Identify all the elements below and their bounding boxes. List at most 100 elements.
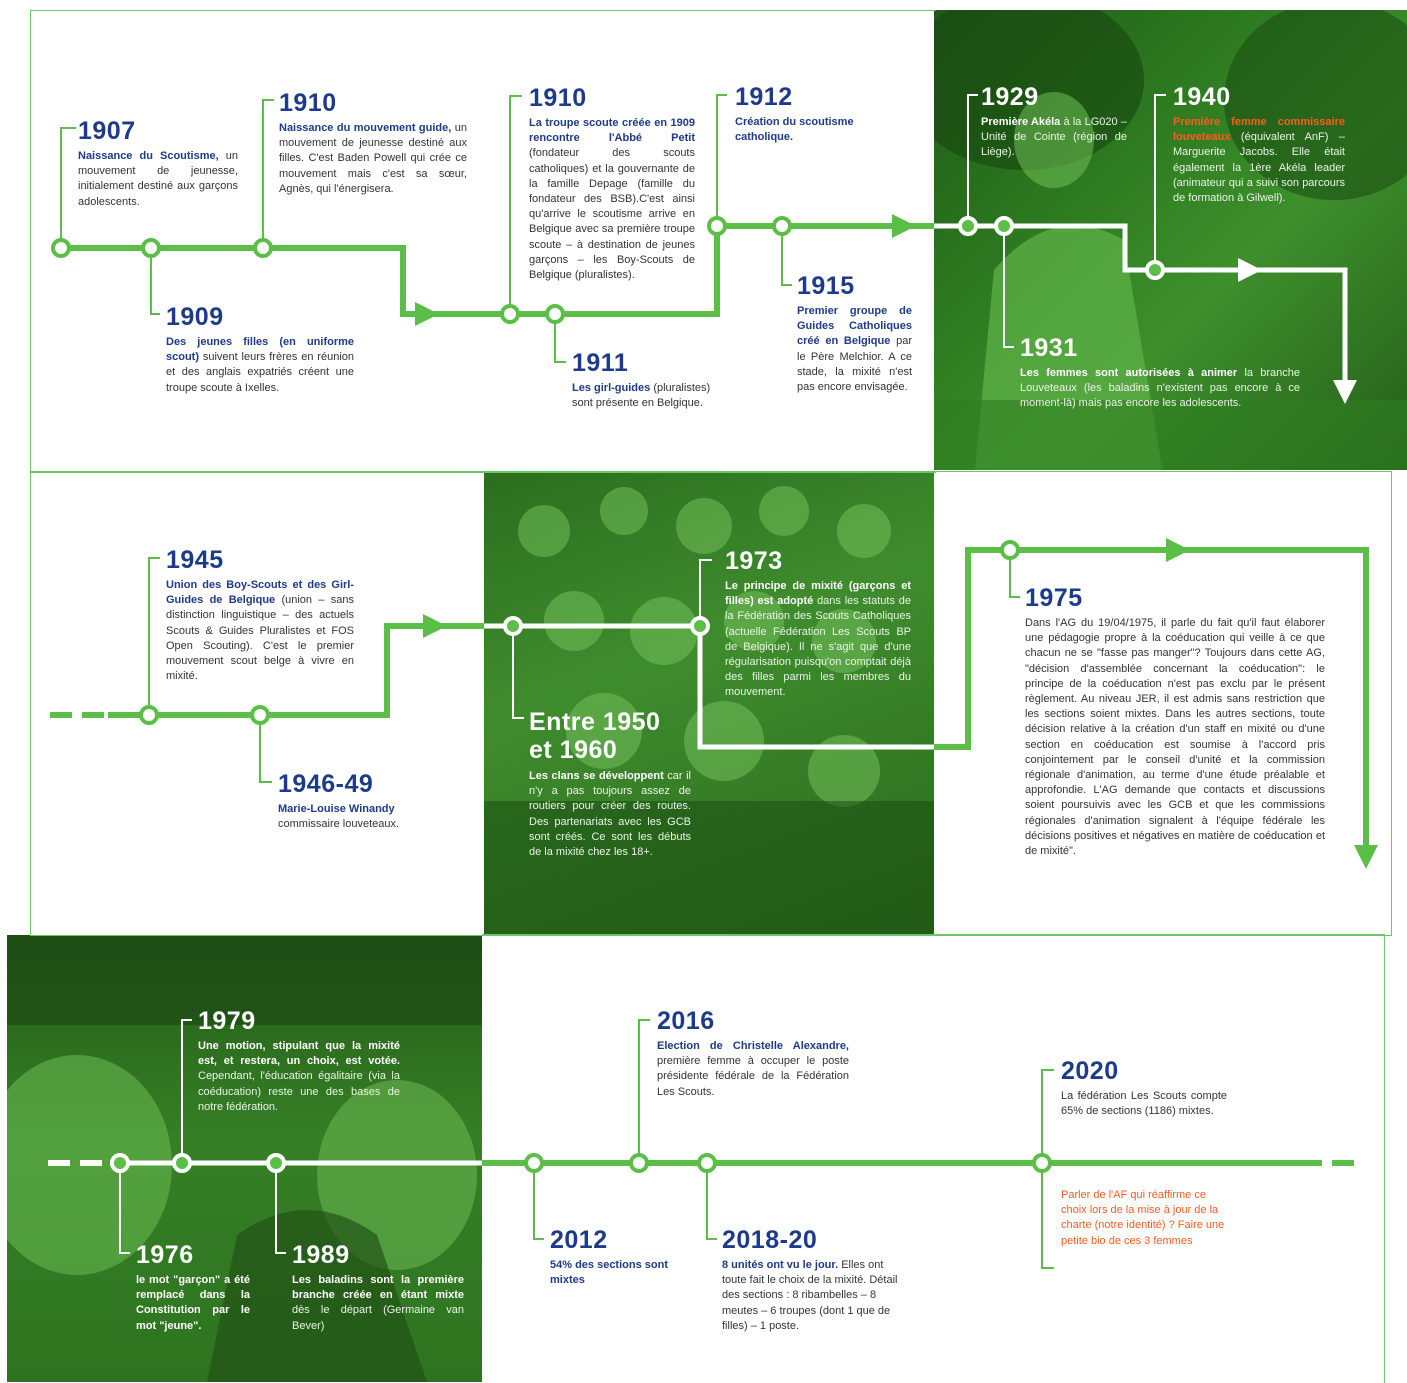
- event-text: Election de Christelle Alexandre, premiè…: [657, 1040, 849, 1098]
- event-year: 1915: [797, 272, 855, 300]
- connector-1929: [967, 94, 978, 226]
- connector-2012: [533, 1163, 544, 1240]
- event-year: 1931: [1020, 334, 1078, 362]
- timeline-line-row2-photo: [484, 623, 934, 750]
- event-2020: 2020 La fédération Les Scouts compte 65%…: [1061, 1059, 1227, 1119]
- event-year: 1989: [292, 1241, 350, 1269]
- event-year: 1910: [279, 89, 337, 117]
- connector-1911: [554, 314, 566, 363]
- node-1976: [110, 1153, 130, 1173]
- node-1929: [958, 216, 978, 236]
- connector-1979: [181, 1019, 192, 1163]
- node-2012: [524, 1153, 544, 1173]
- event-text: Première Akéla à la LG020 – Unité de Coi…: [981, 116, 1127, 159]
- event-1975: 1975 Dans l'AG du 19/04/1975, il parle d…: [1025, 586, 1325, 859]
- event-1945: 1945 Union des Boy-Scouts et des Girl-Gu…: [166, 548, 354, 684]
- arrow-right-icon: [415, 302, 439, 326]
- event-1907: 1907 Naissance du Scoutisme, un mouvemen…: [78, 119, 238, 210]
- page-frame-bottom: [482, 934, 1385, 1383]
- connector-1975: [1009, 550, 1020, 598]
- node-2018: [697, 1153, 717, 1173]
- photo-panel-top-right: [934, 10, 1407, 470]
- connector-1976: [119, 1163, 130, 1254]
- event-text: Une motion, stipulant que la mixité est,…: [198, 1040, 400, 1113]
- event-1909: 1909 Des jeunes filles (en uniforme scou…: [166, 305, 354, 396]
- event-text: Dans l'AG du 19/04/1975, il parle du fai…: [1025, 617, 1325, 858]
- event-year: 2012: [550, 1226, 608, 1254]
- event-year: 1907: [78, 117, 136, 145]
- node-1945: [139, 705, 159, 725]
- event-year: 2020: [1061, 1057, 1119, 1085]
- timeline-line-row1-photo: [934, 223, 1348, 390]
- event-year: 1909: [166, 303, 224, 331]
- node-1907: [51, 238, 71, 258]
- arrow-right-icon: [1238, 258, 1262, 282]
- event-text: Les girl-guides (pluralistes) sont prése…: [572, 382, 711, 410]
- connector-1915: [781, 226, 792, 286]
- event-1950: Entre 1950 et 1960 Les clans se développ…: [529, 708, 691, 860]
- node-1931: [994, 216, 1014, 236]
- event-1911: 1911 Les girl-guides (pluralistes) sont …: [572, 351, 732, 411]
- connector-1973: [699, 559, 712, 626]
- event-year: 1910: [529, 84, 587, 112]
- node-1979: [172, 1153, 192, 1173]
- node-1973: [690, 616, 710, 636]
- arrow-down-icon: [1354, 845, 1378, 869]
- event-text: La troupe scoute créée en 1909 rencontre…: [529, 117, 695, 282]
- arrow-right-icon: [1166, 538, 1190, 562]
- node-1909: [141, 238, 161, 258]
- event-year: 2018-20: [722, 1226, 818, 1254]
- event-1973: 1973 Le principe de mixité (garçons et f…: [725, 549, 911, 701]
- event-year: 1979: [198, 1007, 256, 1035]
- event-year: 1929: [981, 83, 1039, 111]
- event-text: Premier groupe de Guides Catholiques cré…: [797, 305, 912, 394]
- connector-1989: [275, 1163, 286, 1254]
- arrow-right-icon: [423, 614, 447, 638]
- connector-1910a: [262, 99, 274, 248]
- timeline-line-row2-right: [934, 547, 1369, 850]
- arrow-down-icon: [1333, 380, 1357, 404]
- event-year: 1975: [1025, 584, 1083, 612]
- node-1910a: [253, 238, 273, 258]
- connector-2018: [706, 1163, 717, 1240]
- event-1940: 1940 Première femme commissaire louvetea…: [1173, 85, 1345, 206]
- connector-1946: [259, 715, 272, 783]
- photo-group-of-scouts: [484, 486, 934, 934]
- connector-1950: [512, 626, 524, 719]
- event-1931: 1931 Les femmes sont autorisées à animer…: [1020, 336, 1300, 412]
- event-text: 54% des sections sont mixtes: [550, 1259, 668, 1287]
- node-1989: [266, 1153, 286, 1173]
- event-2016: 2016 Election de Christelle Alexandre, p…: [657, 1009, 849, 1100]
- node-1912: [707, 216, 727, 236]
- connector-1912: [716, 94, 727, 226]
- event-text: Les baladins sont la première branche cr…: [292, 1274, 464, 1332]
- event-year: 1946-49: [278, 770, 374, 798]
- connector-1910b: [509, 95, 522, 314]
- event-year: 1911: [572, 349, 629, 377]
- event-1912: 1912 Création du scoutisme catholique.: [735, 85, 885, 145]
- event-1910a: 1910 Naissance du mouvement guide, un mo…: [279, 91, 467, 197]
- node-1910b: [500, 304, 520, 324]
- event-1979: 1979 Une motion, stipulant que la mixité…: [198, 1009, 400, 1115]
- event-2012: 2012 54% des sections sont mixtes: [550, 1228, 670, 1288]
- event-text: Première femme commissaire louveteaux (é…: [1173, 116, 1345, 205]
- event-text: Le principe de mixité (garçons et filles…: [725, 580, 911, 699]
- node-1915: [772, 216, 792, 236]
- node-1946: [250, 705, 270, 725]
- event-year: Entre 1950 et 1960: [529, 708, 661, 764]
- connector-2020: [1041, 1069, 1054, 1163]
- event-text: 8 unités ont vu le jour. Elles ont toute…: [722, 1259, 898, 1332]
- connector-2016: [638, 1019, 650, 1163]
- event-text: Les femmes sont autorisées à animer la b…: [1020, 367, 1300, 410]
- editor-note: Parler de l'AF qui réaffirme ce choix lo…: [1061, 1188, 1233, 1249]
- event-year: 2016: [657, 1007, 715, 1035]
- event-text: Naissance du Scoutisme, un mouvement de …: [78, 150, 238, 208]
- event-year: 1945: [166, 546, 224, 574]
- connector-1931: [1003, 226, 1014, 348]
- connector-note: [1041, 1163, 1054, 1269]
- event-year: 1973: [725, 547, 783, 575]
- event-1989: 1989 Les baladins sont la première branc…: [292, 1243, 464, 1334]
- event-text: Union des Boy-Scouts et des Girl-Guides …: [166, 579, 354, 683]
- event-year: 1940: [1173, 83, 1231, 111]
